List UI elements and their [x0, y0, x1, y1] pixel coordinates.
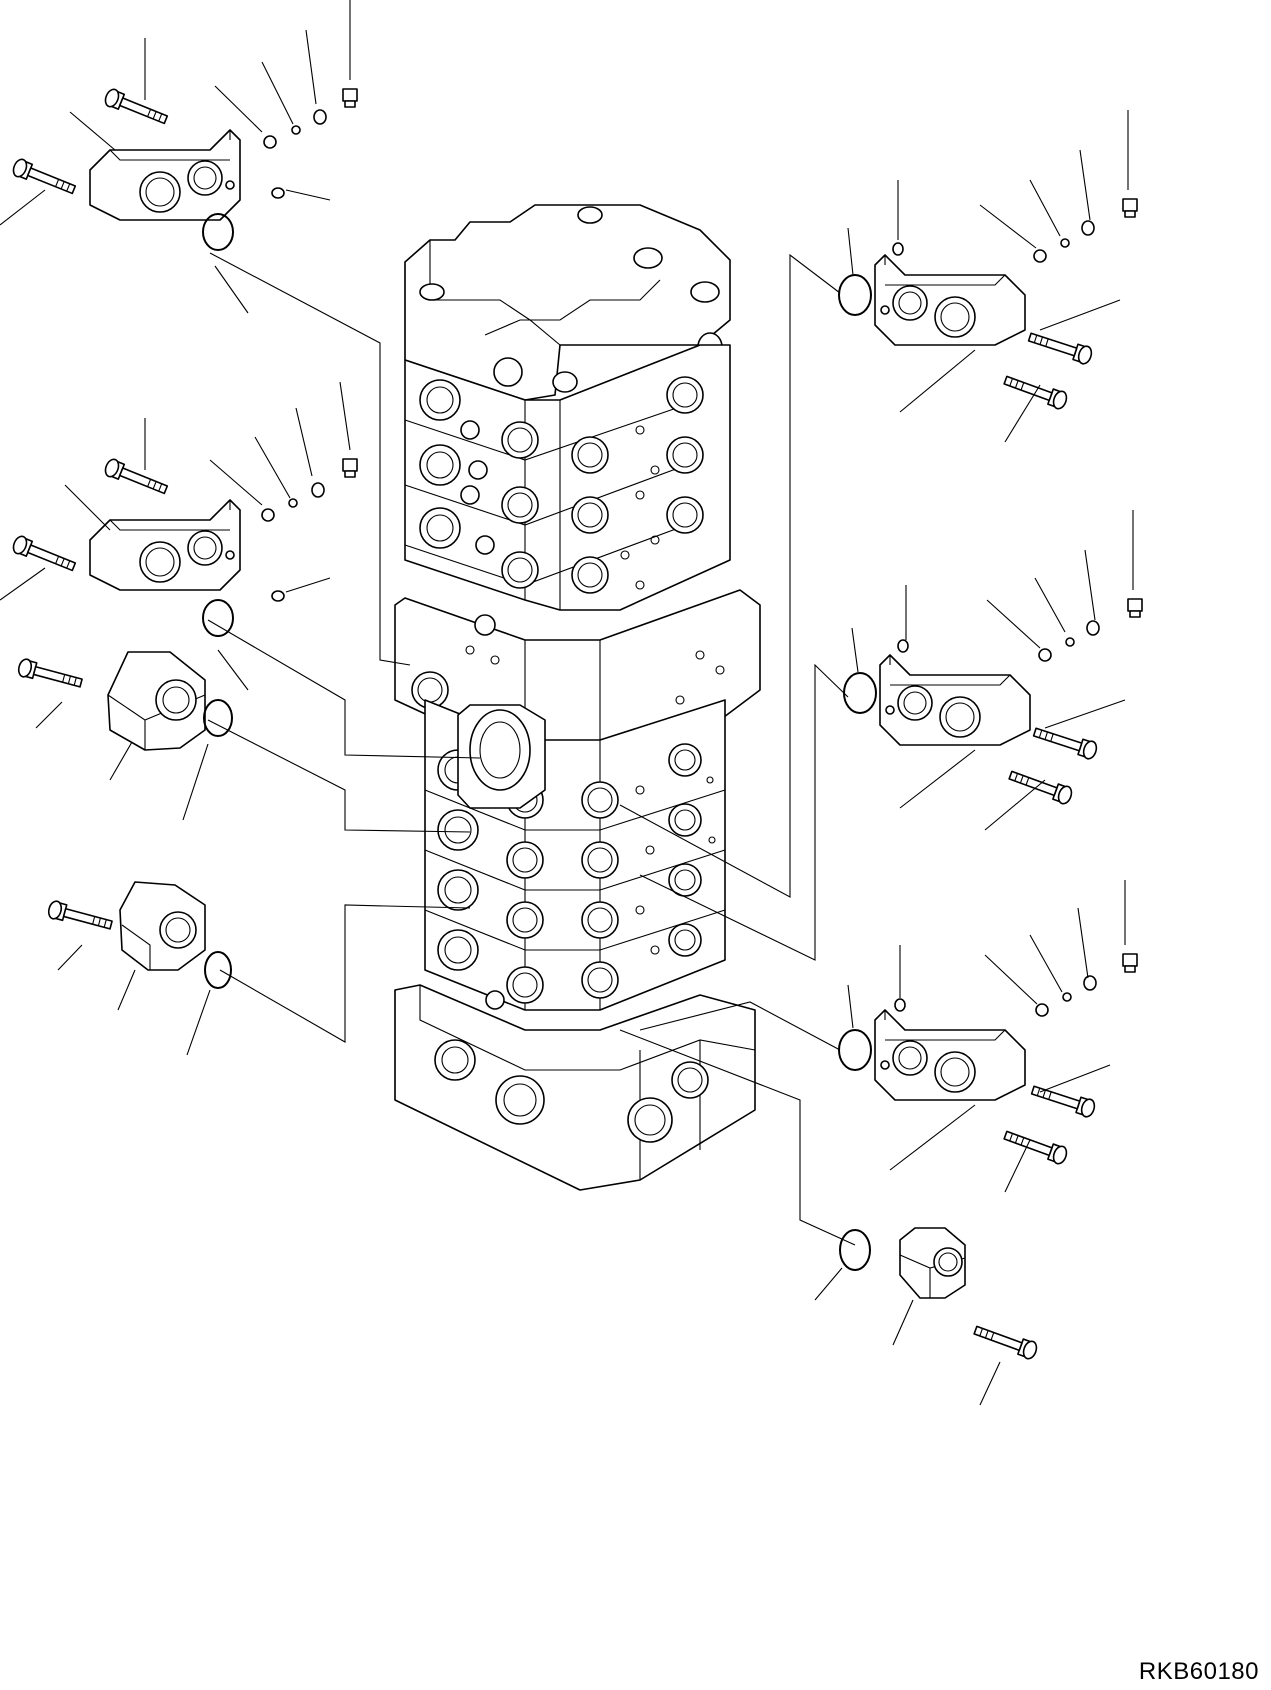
port-flange [458, 705, 545, 808]
bottom-end-block [395, 985, 755, 1190]
left-flange-assembly-4 [46, 882, 231, 1055]
right-cover-assembly-3 [839, 880, 1138, 1192]
lower-spool-sections [425, 700, 725, 1010]
right-flange-assembly-4 [815, 1228, 1040, 1405]
drawing-code: RKB60180 [1138, 1658, 1259, 1685]
left-cover-assembly-1 [0, 0, 358, 313]
connection-lines [208, 253, 855, 1245]
upper-spool-sections [405, 345, 730, 610]
right-cover-assembly-1 [839, 110, 1138, 442]
left-cover-assembly-2 [0, 382, 358, 690]
main-valve-body [395, 205, 760, 1190]
left-flange-assembly-3 [16, 652, 232, 820]
right-cover-assembly-2 [844, 510, 1143, 830]
